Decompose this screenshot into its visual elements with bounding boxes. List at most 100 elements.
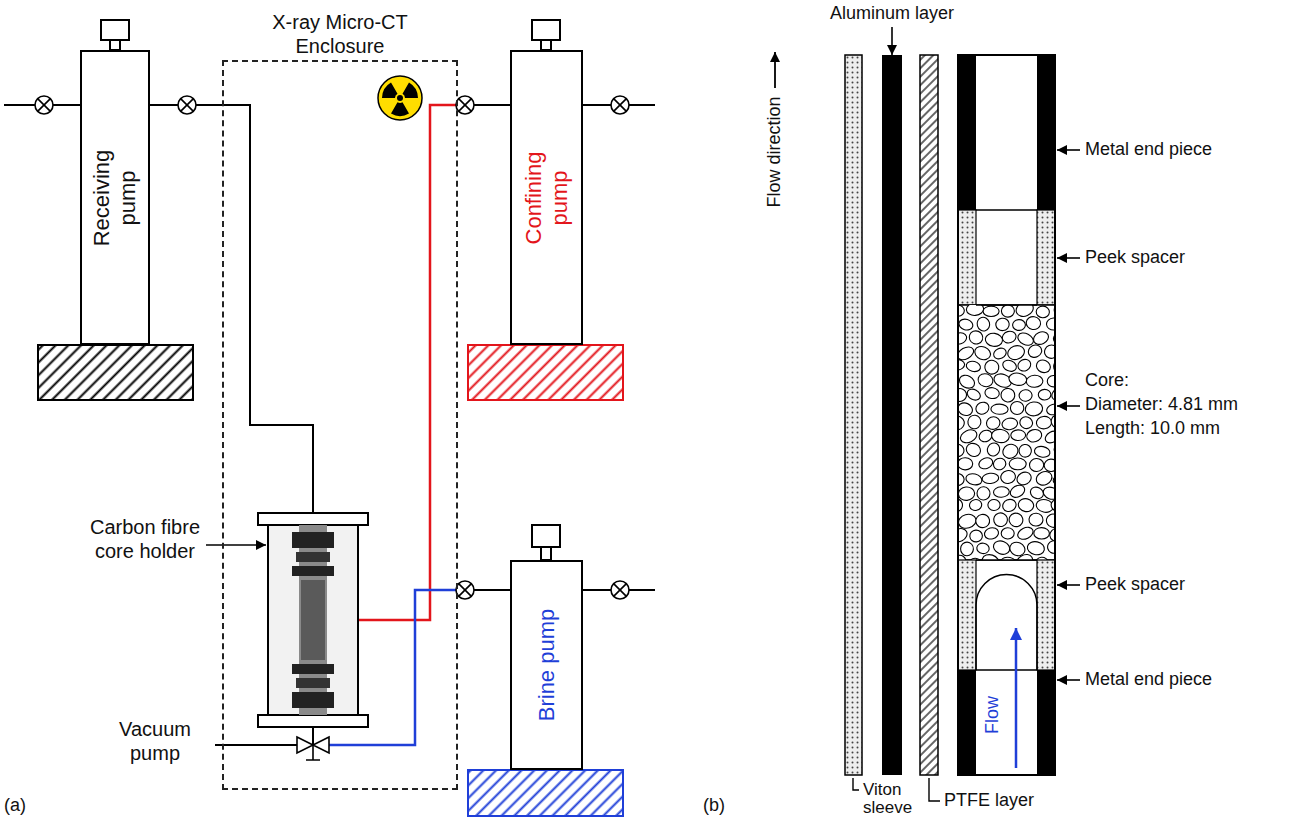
core-grains (1016, 330, 1036, 347)
enclosure-title: X-ray Micro-CT Enclosure (250, 10, 430, 58)
pump-name: Receiving pump (89, 143, 142, 253)
pump-body: Brine pump (510, 560, 583, 770)
core-grains (1019, 389, 1033, 401)
core-grains (1000, 469, 1017, 484)
core-assembly (1037, 210, 1055, 305)
core-grains (1026, 540, 1046, 556)
core-grains (1015, 470, 1034, 488)
flow-arrow (1015, 628, 1018, 768)
leader-line (853, 778, 859, 790)
enclosure-box: X-ray Micro-CT Enclosure (222, 60, 458, 790)
core-grains (991, 539, 1011, 557)
core-grains (969, 498, 983, 511)
core-grains (1026, 375, 1043, 388)
leader-arrow (1057, 679, 1080, 681)
core-grains (1001, 528, 1014, 539)
core-holder (292, 566, 334, 576)
core-grains (966, 305, 984, 316)
three-way-valve (297, 737, 313, 753)
core-grains (976, 316, 992, 333)
core-grains (992, 456, 1008, 472)
callout-label: PTFE layer (944, 790, 1034, 812)
core-grains (992, 346, 1008, 361)
core-grains (975, 513, 991, 528)
core-assembly (1037, 670, 1055, 775)
pipe (583, 589, 611, 591)
core-grains (1036, 306, 1050, 318)
callout-label: Peek spacer (1085, 247, 1185, 269)
pump-piston (110, 40, 120, 50)
core-grains (993, 486, 1009, 497)
pump-name: Confining pump (520, 143, 573, 253)
three-way-valve (313, 737, 329, 753)
callout-label: Metal end piece (1085, 139, 1212, 161)
core-grains (1012, 319, 1025, 330)
leader-arrow (1057, 150, 1080, 680)
core-grains (964, 441, 983, 459)
callout-label: Peek spacer (1085, 574, 1185, 596)
core-grains (982, 472, 1000, 484)
leader-arrow (206, 544, 266, 546)
core-assembly (1037, 55, 1055, 210)
pipe (53, 104, 80, 106)
callout-label: Metal end piece (1085, 669, 1212, 691)
core-grains (1045, 513, 1055, 529)
core-grains (958, 305, 1055, 560)
core-grains (983, 306, 999, 316)
pump-piston (101, 20, 129, 40)
dimension-label: Diameter: 4.81 mm (1085, 394, 1238, 416)
core-grains (1001, 305, 1014, 317)
core-grains (1018, 415, 1034, 430)
valve-symbol (456, 581, 474, 599)
panel-letter: (b) (703, 795, 725, 817)
core-grains (1038, 389, 1051, 400)
valve-symbol (456, 96, 474, 114)
core-grains (1017, 497, 1035, 513)
callout-label: Core: (1085, 370, 1129, 392)
core-grains (1016, 357, 1033, 373)
callout-label: Viton sleeve (863, 781, 925, 817)
valve-symbol (35, 96, 629, 599)
core-grains (1045, 402, 1055, 416)
valve-symbol (614, 99, 627, 112)
core-grains (1043, 429, 1055, 446)
leader-line (929, 778, 940, 801)
core-grains (958, 486, 975, 501)
core-grains (1008, 372, 1027, 387)
core-grains (1001, 330, 1018, 345)
leader-arrow (1057, 405, 1080, 407)
valve-symbol (611, 96, 629, 114)
radiation-symbol (378, 76, 422, 120)
pump-body: Receiving pump (80, 50, 150, 345)
core-holder (258, 513, 368, 525)
callout-label: Carbon fibre core holder (80, 515, 210, 563)
core-grains (1034, 445, 1051, 458)
core-grains (1044, 459, 1055, 472)
core-grains (985, 441, 1002, 459)
callout-label: Aluminum layer (812, 3, 972, 25)
core-grains (1042, 485, 1055, 501)
core-holder (296, 678, 330, 688)
core-grains (1025, 316, 1041, 331)
panel-letter: (a) (4, 795, 26, 817)
pump-piston (541, 40, 551, 50)
pump-base (468, 770, 623, 816)
pipe (150, 104, 178, 106)
ptfe-layer (920, 55, 938, 775)
core-grains (960, 542, 973, 556)
flow-direction-arrow (774, 52, 776, 88)
radiation-symbol (382, 82, 398, 98)
core-holder (292, 692, 334, 708)
core-grains (958, 457, 973, 470)
core-grains (1001, 417, 1018, 431)
core-grains (991, 511, 1009, 529)
core-grains (965, 360, 981, 373)
core-grains (1024, 401, 1043, 417)
core-grains (958, 373, 977, 391)
core-grains (958, 331, 968, 346)
pump-piston (541, 547, 551, 560)
core-grains (965, 387, 982, 402)
pump-base (468, 345, 623, 400)
leader-arrow (1057, 149, 1080, 151)
core-grains (974, 400, 991, 417)
